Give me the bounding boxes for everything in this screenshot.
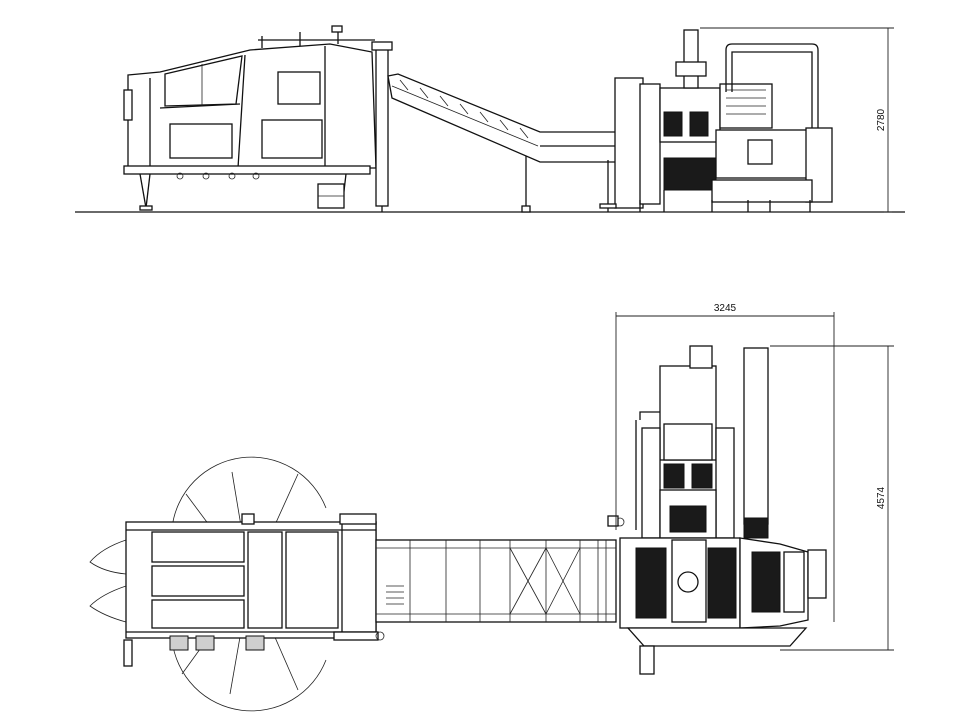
inlet-deflectors	[89, 539, 127, 623]
support-column	[371, 41, 393, 212]
processing-unit-plan	[607, 345, 827, 675]
plan-view: 3245 4574	[89, 303, 894, 712]
feeder-hopper-plan	[123, 513, 385, 667]
height-dimension: 2780	[700, 27, 894, 213]
side-elevation-view: 2780	[75, 25, 905, 213]
width-dimension-label: 3245	[714, 303, 737, 314]
height-dimension-label: 2780	[876, 108, 887, 131]
length-dimension: 4574	[770, 345, 894, 651]
feeder-hopper-side	[123, 25, 377, 211]
processing-unit-side	[599, 29, 833, 212]
incline-conveyor-side	[387, 73, 629, 213]
length-dimension-label: 4574	[876, 486, 887, 509]
width-dimension: 3245	[615, 303, 835, 622]
conveyor-plan	[375, 539, 617, 623]
